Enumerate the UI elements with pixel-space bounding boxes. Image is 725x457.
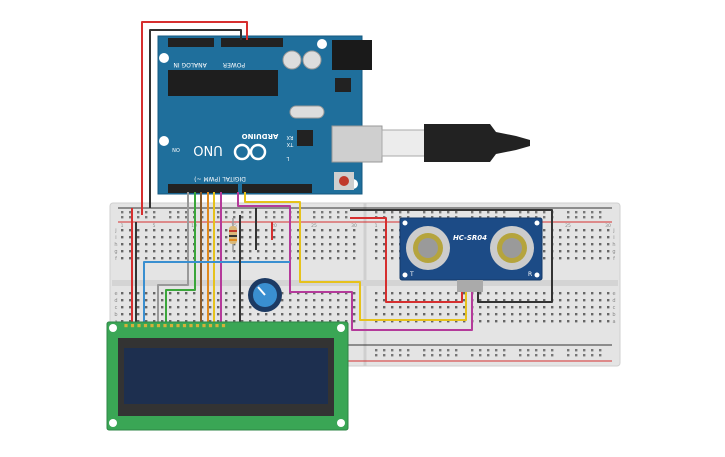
usb-cable[interactable] [381,124,530,162]
row-letter: e [612,291,615,297]
wire-echo [237,192,473,331]
row-letter: g [612,249,615,255]
column-number: 1 [375,223,378,229]
row-letter: b [114,312,117,318]
column-number: 5 [153,223,156,229]
row-letter: a [612,319,615,325]
row-letter: b [612,312,615,318]
wire-gnd [149,29,242,208]
sensor-label: HC-SR04 [453,234,487,242]
row-letter: f [613,256,615,262]
arduino-brand-label: ARDUINO [242,132,279,140]
row-letter: d [114,298,117,304]
row-letter: e [114,291,117,297]
column-number: 1 [121,223,124,229]
lcd-16x2-display[interactable] [106,321,349,431]
row-letter: d [612,298,615,304]
rx-label: RX [286,134,293,140]
column-number: 25 [311,223,317,229]
row-letter: h [114,242,117,248]
sensor-r-label: R [528,271,532,278]
row-letter: c [613,305,616,311]
wire-lcd-d4 [157,192,189,325]
row-letter: i [613,235,614,241]
wire-lcd-blue [143,261,290,325]
row-letter: i [115,235,116,241]
potentiometer[interactable] [248,278,282,312]
on-label: ON [172,146,180,152]
column-number: 20 [271,223,277,229]
receiver-icon [490,226,534,270]
transmitter-icon [406,226,450,270]
arduino-model-label: UNO [193,142,222,157]
tx-label: TX [286,141,294,147]
wire-sensor-vcc [350,217,463,303]
wire-sensor-gnd [350,209,553,303]
wire-trig [244,192,467,321]
sensor-t-label: T [409,271,414,278]
column-number: 25 [565,223,571,229]
row-letter: g [114,249,117,255]
row-letter: j [114,228,116,234]
lcd-pin-header [124,324,226,328]
wires [131,21,553,331]
arduino-uno-board[interactable]: ARDUINO UNO ANALOG IN POWER DIGITAL (PWM… [157,35,383,195]
column-number: 30 [605,223,611,229]
row-letter: c [115,305,118,311]
wire-5v [141,21,248,215]
row-letter: j [612,228,614,234]
row-letter: h [612,242,615,248]
row-letter: f [115,256,117,262]
breadboard-row-letters: jjiihhggffeeddccbbaa [114,228,615,325]
arduino-logo-icon [233,143,267,161]
power-label: POWER [223,61,245,68]
column-number: 30 [351,223,357,229]
hc-sr04-sensor[interactable]: HC-SR04 T R [399,217,543,292]
digital-label: DIGITAL (PWM ~) [194,175,246,182]
wire-lcd-d5 [165,192,196,325]
analog-in-label: ANALOG IN [173,61,206,68]
lcd-screen [124,348,328,404]
l-label: L [286,155,289,161]
column-number: 15 [231,223,237,229]
resistor[interactable] [229,218,237,252]
